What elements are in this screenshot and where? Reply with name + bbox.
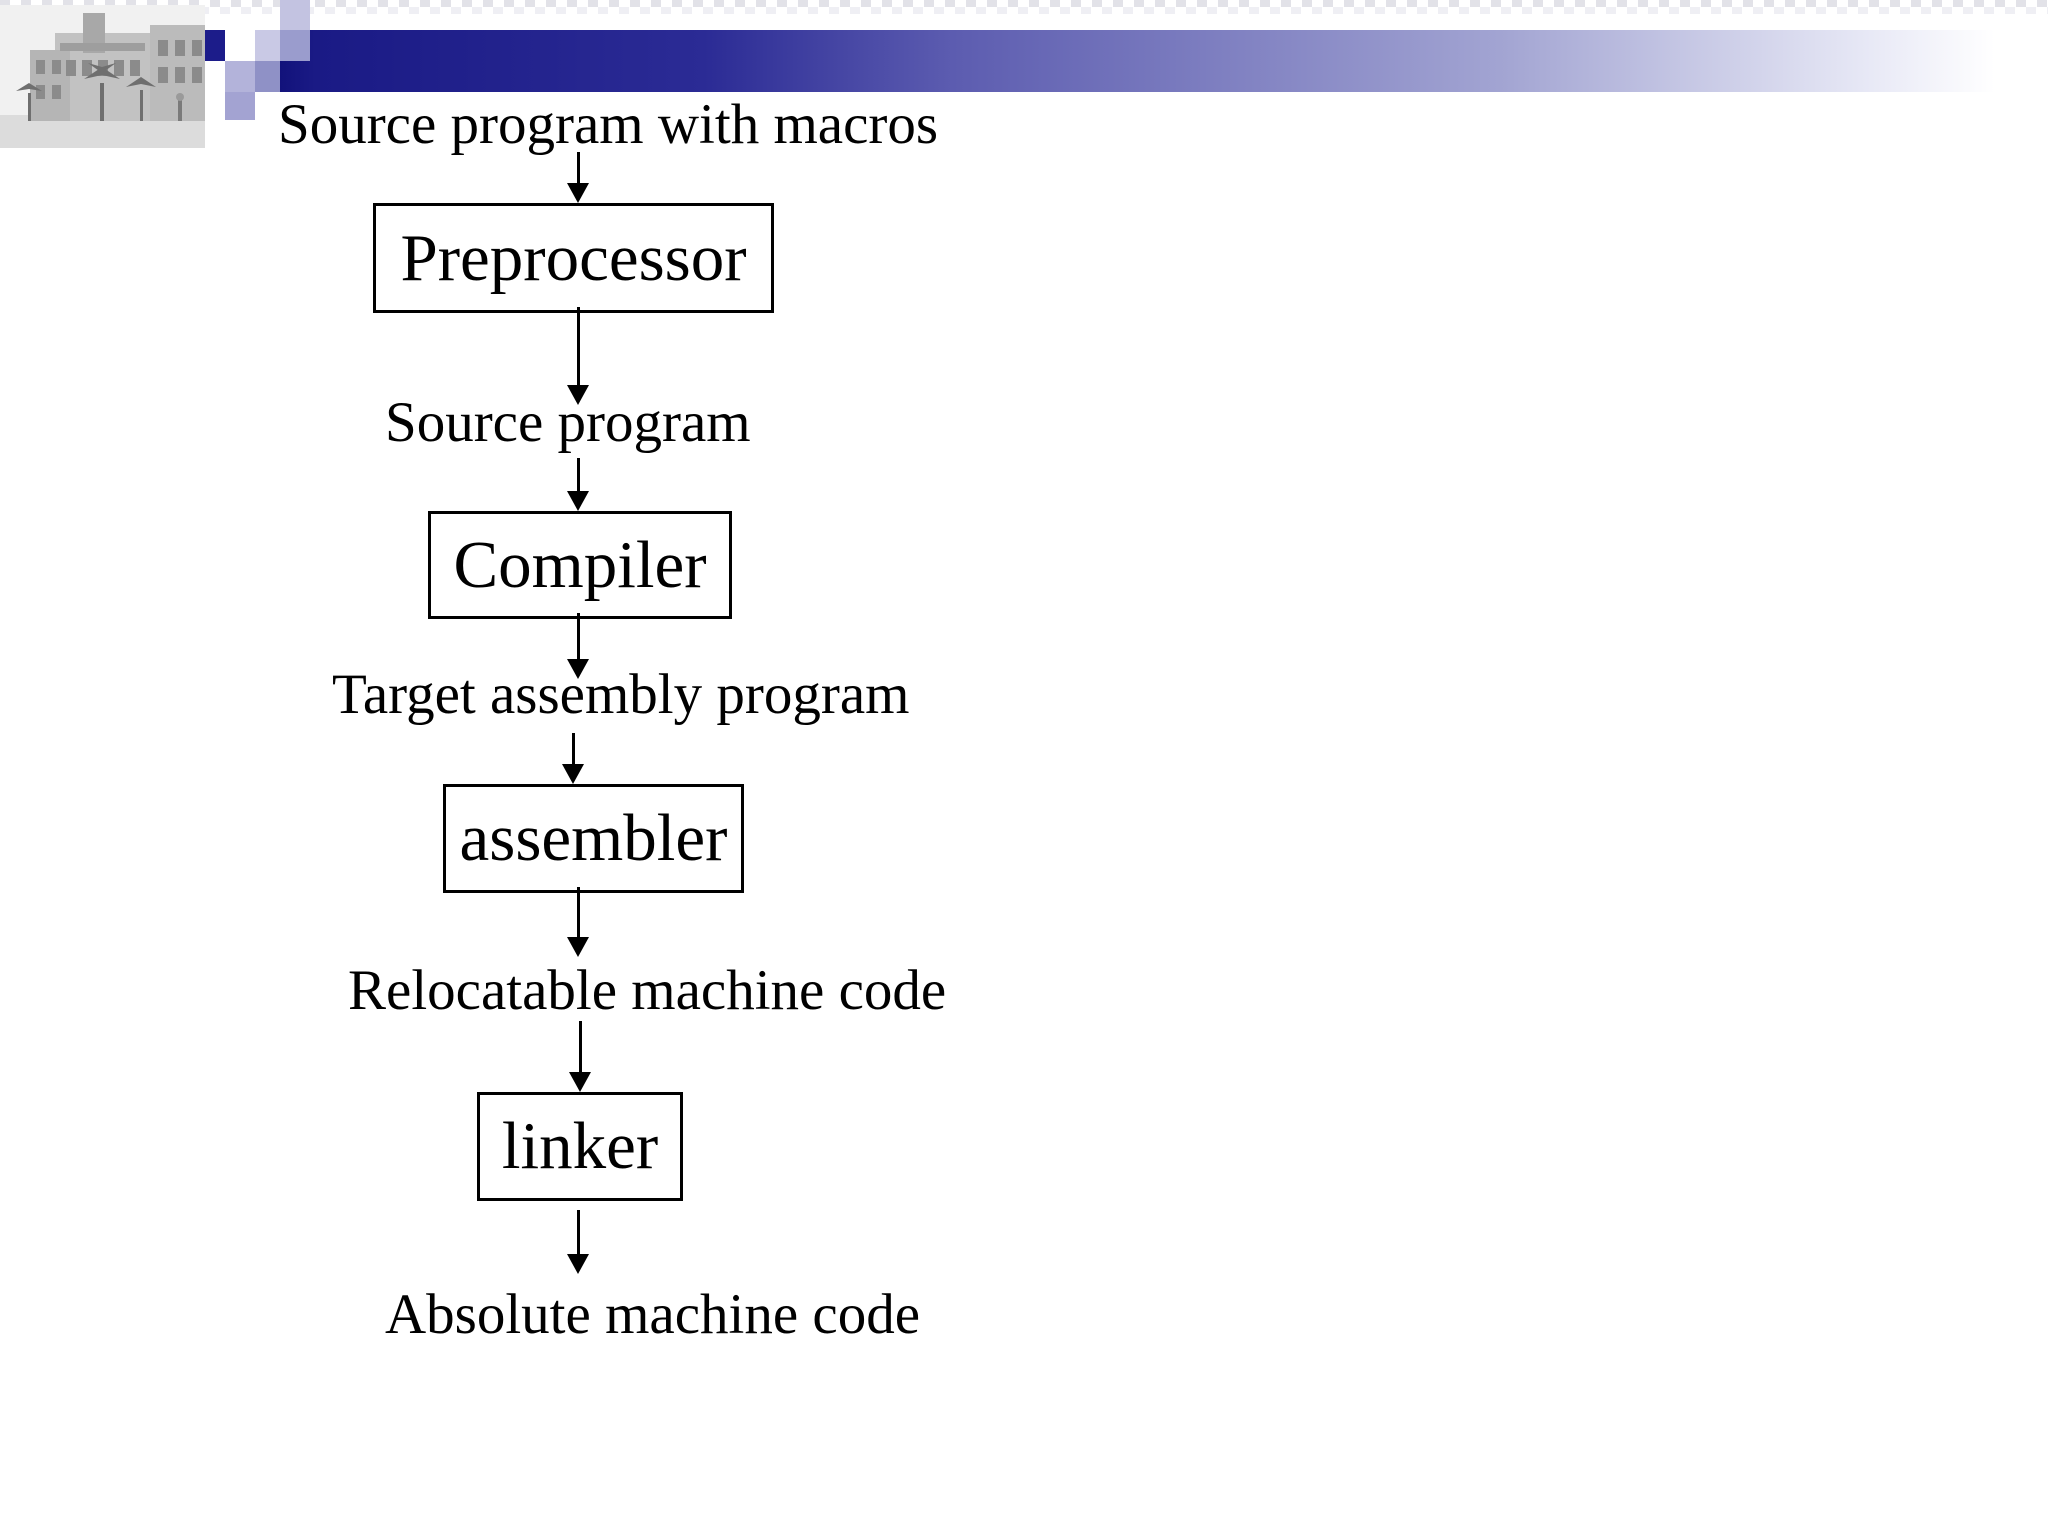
flow-box-assembler: assembler: [443, 784, 744, 893]
flow-label-target-assembly-program: Target assembly program: [332, 663, 910, 726]
flow-box-linker: linker: [477, 1092, 683, 1201]
flow-arrow-down: [567, 613, 589, 679]
flow-box-preprocessor: Preprocessor: [373, 203, 774, 313]
flow-arrow-down: [567, 458, 589, 511]
top-dotted-strip: [0, 0, 2048, 7]
flow-label-relocatable-machine-code: Relocatable machine code: [348, 959, 947, 1022]
mosaic-square: [280, 0, 310, 30]
flow-arrow-down: [562, 733, 584, 784]
flow-arrow-down: [567, 307, 589, 405]
top-dotted-strip-secondary: [10, 7, 2048, 14]
mosaic-square: [205, 30, 225, 61]
campus-photo-icon: [0, 5, 205, 148]
mosaic-square: [255, 61, 280, 92]
mosaic-square: [225, 61, 255, 92]
flow-arrow-down: [567, 1210, 589, 1274]
mosaic-square: [225, 92, 255, 120]
flow-label-absolute-machine-code: Absolute machine code: [385, 1283, 920, 1346]
header-gradient-bar: [280, 30, 2048, 92]
flow-arrow-down: [567, 152, 589, 203]
flow-arrow-down: [567, 887, 589, 957]
flow-arrow-down: [569, 1021, 591, 1092]
flow-label-source-program-with-macros: Source program with macros: [278, 93, 939, 156]
mosaic-square: [255, 30, 280, 61]
flow-box-compiler: Compiler: [428, 511, 732, 619]
mosaic-square: [280, 30, 310, 61]
